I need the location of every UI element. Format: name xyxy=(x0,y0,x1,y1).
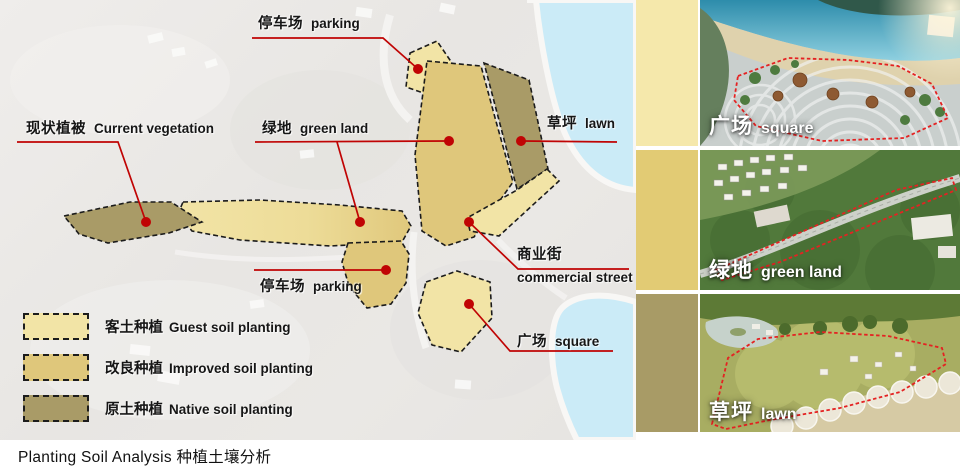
lawn-patches xyxy=(735,319,915,409)
site-boundary-dashed xyxy=(714,176,958,282)
site-boundary-dashed xyxy=(733,57,950,142)
pond-pavilion-2 xyxy=(766,330,773,335)
dot-commercial-street xyxy=(464,217,474,227)
hillside xyxy=(700,150,880,220)
water-bottom-bay xyxy=(548,292,636,440)
leader-lines xyxy=(17,37,629,352)
mountain xyxy=(700,8,729,146)
road-centerline xyxy=(700,177,960,275)
leader-parking-top xyxy=(252,37,419,70)
dot-green-land-main xyxy=(444,136,454,146)
trees xyxy=(740,60,945,125)
tree-band xyxy=(700,294,960,325)
dot-square xyxy=(464,299,474,309)
zone-current-vegetation-native xyxy=(62,201,204,244)
canopies xyxy=(772,72,916,109)
dot-green-land-strip xyxy=(355,217,365,227)
dot-parking-top xyxy=(413,64,423,74)
map-canvas xyxy=(17,0,636,440)
dot-lawn xyxy=(516,136,526,146)
leader-commercial-street xyxy=(468,221,629,270)
photo-lawn-image xyxy=(700,294,960,432)
strip-native-soil xyxy=(636,294,698,432)
hotel-building xyxy=(910,213,954,241)
leader-green-land-main xyxy=(254,140,450,143)
leader-lawn xyxy=(522,140,618,143)
building-small xyxy=(938,246,956,258)
planting-zones xyxy=(62,39,561,353)
building-footprints xyxy=(129,2,472,390)
leader-current-vegetation xyxy=(17,141,147,223)
page-title: Planting Soil Analysis 种植土壤分析 xyxy=(18,449,272,466)
site-boundary-dashed xyxy=(710,331,948,430)
zone-commercial-street-guest xyxy=(466,167,561,237)
leader-green-land-strip xyxy=(336,141,361,223)
dot-current-vegetation xyxy=(141,217,151,227)
leader-square xyxy=(468,303,613,352)
strip-improved-soil xyxy=(636,150,698,290)
legend-swatch-guest xyxy=(23,313,89,340)
pond-island xyxy=(730,328,746,336)
legend-swatch-improved xyxy=(23,354,89,381)
legend-swatch-native xyxy=(23,395,89,422)
sun-glare xyxy=(878,0,960,80)
photo-green-land-image xyxy=(700,150,960,290)
zone-square-guest xyxy=(417,270,493,353)
strip-guest-soil xyxy=(636,0,698,146)
plaza-paving-arcs xyxy=(723,60,960,146)
pond-pavilion xyxy=(752,324,760,329)
scalloped-walkway xyxy=(770,371,960,432)
dot-parking-mid xyxy=(381,265,391,275)
villa-houses xyxy=(713,153,808,201)
zone-green-land-improved xyxy=(414,60,514,247)
zone-green-strip-guest xyxy=(177,199,412,247)
photo-square-image xyxy=(700,0,960,146)
tents xyxy=(819,351,917,380)
building-left xyxy=(753,204,791,228)
leader-dots xyxy=(141,64,526,309)
beach xyxy=(700,16,960,86)
